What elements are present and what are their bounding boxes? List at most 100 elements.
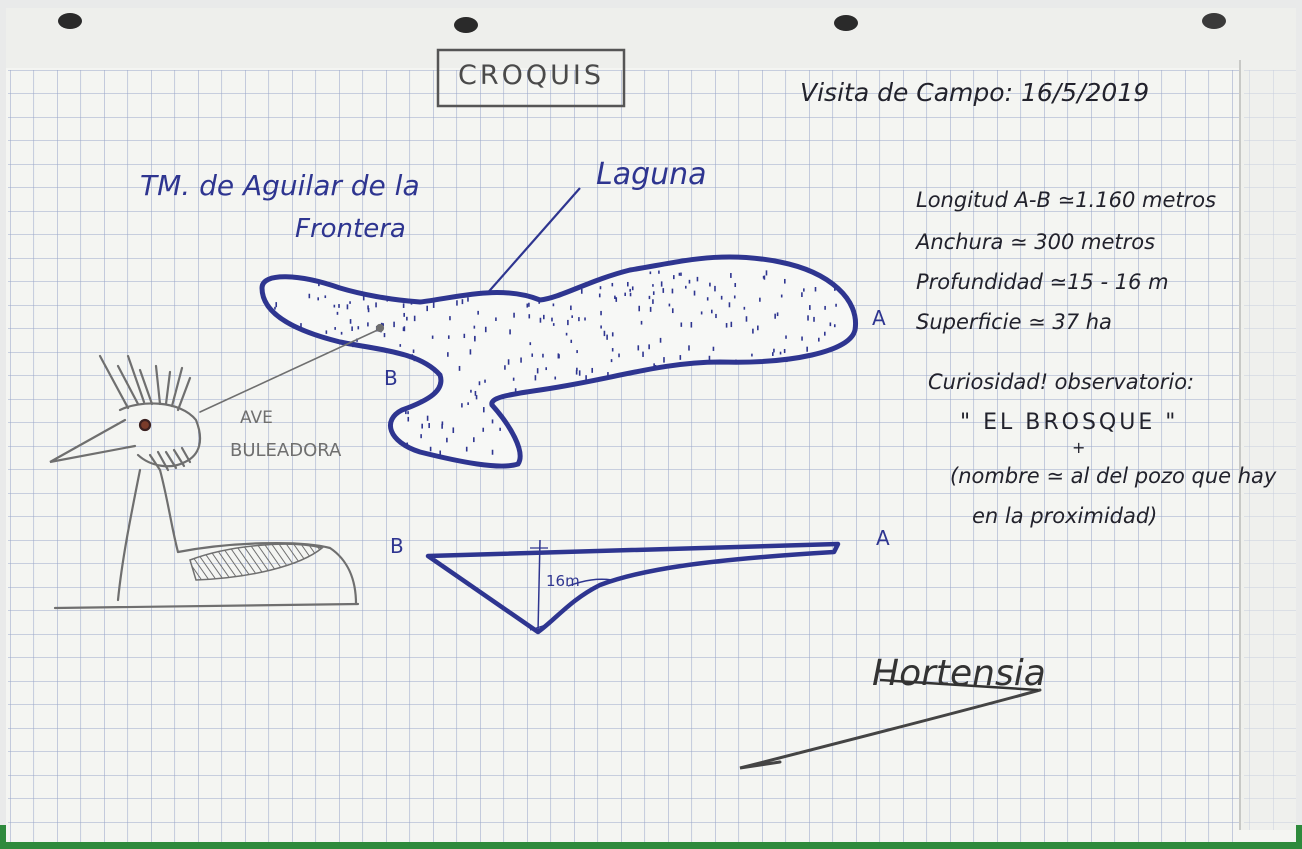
stipple-dot [648, 295, 651, 300]
sketch-title: CROQUIS [458, 60, 604, 91]
stipple-dot [407, 411, 409, 415]
stipple-dot [711, 309, 713, 314]
stipple-dot [626, 281, 629, 287]
stipple-dot [642, 351, 644, 357]
stipple-dot [662, 288, 665, 293]
stipple-dot [762, 275, 765, 279]
stipple-dot [807, 315, 809, 321]
stipple-dot [413, 356, 416, 362]
stipple-dot [834, 285, 836, 291]
stipple-dot [678, 272, 681, 276]
stipple-dot [591, 367, 594, 373]
stipple-dot [552, 323, 555, 326]
stipple-dot [543, 314, 545, 320]
stipple-dot [658, 270, 660, 274]
stipple-dot [629, 288, 631, 292]
stipple-dot [382, 323, 384, 327]
stipple-dot [338, 304, 340, 308]
stipple-dot [375, 302, 377, 308]
stipple-dot [759, 297, 761, 302]
stipple-dot [429, 446, 432, 452]
stipple-dot [542, 353, 544, 358]
stipple-dot [526, 303, 529, 308]
stipple-dot [615, 297, 618, 302]
stipple-dot [336, 311, 339, 315]
stipple-dot [403, 312, 405, 317]
stipple-dot [482, 407, 485, 413]
stipple-dot [367, 305, 369, 310]
stipple-dot [659, 337, 662, 343]
stipple-dot [473, 325, 476, 329]
stipple-dot [806, 346, 808, 352]
stipple-dot [663, 357, 665, 363]
stipple-dot [829, 322, 832, 327]
stipple-dot [730, 321, 733, 328]
depth-label: 16m [546, 572, 580, 590]
stipple-dot [539, 317, 542, 323]
stipple-dot [504, 365, 506, 370]
stipple-dot [668, 303, 671, 307]
lagoon-outline [259, 254, 859, 469]
stipple-dot [785, 358, 788, 363]
municipality-line-1: TM. de Aguilar de la [140, 169, 420, 202]
stipple-dot [813, 316, 815, 322]
stipple-dot [708, 355, 711, 361]
stipple-dot [383, 333, 386, 338]
stipple-dot [439, 450, 442, 456]
stipple-dot [458, 365, 461, 371]
stipple-dot [357, 326, 360, 330]
stipple-dot [470, 389, 472, 393]
fact-curiosity: Curiosidad! observatorio: [928, 370, 1195, 394]
stipple-dot [803, 288, 805, 292]
stipple-dot [654, 364, 657, 370]
point-b-map: B [384, 366, 398, 390]
stipple-dot [413, 315, 416, 322]
stipple-dot [452, 427, 455, 434]
stipple-dot [640, 320, 643, 325]
stipple-dot [706, 297, 709, 301]
stipple-dot [334, 327, 336, 330]
stipple-dot [611, 332, 614, 337]
stipple-dot [671, 288, 674, 294]
stipple-dot [465, 446, 468, 452]
stipple-dot [491, 419, 494, 424]
stipple-dot [773, 348, 775, 353]
stipple-dot [484, 326, 487, 333]
stipple-dot [728, 302, 731, 308]
stipple-dot [552, 303, 555, 307]
stipple-dot [441, 421, 444, 426]
stipple-dot [420, 434, 422, 439]
stipple-dot [660, 281, 663, 287]
stipple-dot [649, 306, 652, 312]
stipple-dot [333, 304, 336, 308]
stipple-dot [652, 291, 655, 295]
stipple-dot [474, 335, 476, 342]
stipple-dot [421, 423, 423, 429]
stipple-dot [393, 321, 395, 328]
stipple-dot [449, 316, 451, 321]
fact-length: Longitud A-B ≃1.160 metros [916, 188, 1217, 212]
stipple-dot [576, 367, 578, 371]
stipple-dot [709, 282, 711, 287]
stipple-dot [432, 302, 435, 308]
stipple-dot [733, 295, 736, 299]
stipple-dot [362, 295, 365, 301]
stipple-dot [603, 330, 606, 337]
stipple-dot [529, 342, 532, 346]
stipple-dot [308, 293, 311, 299]
stipple-dot [325, 330, 328, 334]
stipple-dot [349, 301, 351, 304]
binder-holes [58, 13, 1226, 33]
stipple-dot [536, 368, 539, 374]
stipple-dot [818, 337, 820, 342]
stipple-dot [638, 305, 641, 312]
stipple-dot [688, 345, 690, 351]
stipple-dot [431, 335, 434, 339]
stipple-dot [509, 329, 511, 335]
stipple-dot [467, 297, 469, 302]
stipple-dot [570, 305, 572, 311]
stipple-dot [814, 287, 817, 292]
stipple-dot [614, 295, 616, 299]
stipple-dot [743, 306, 746, 310]
